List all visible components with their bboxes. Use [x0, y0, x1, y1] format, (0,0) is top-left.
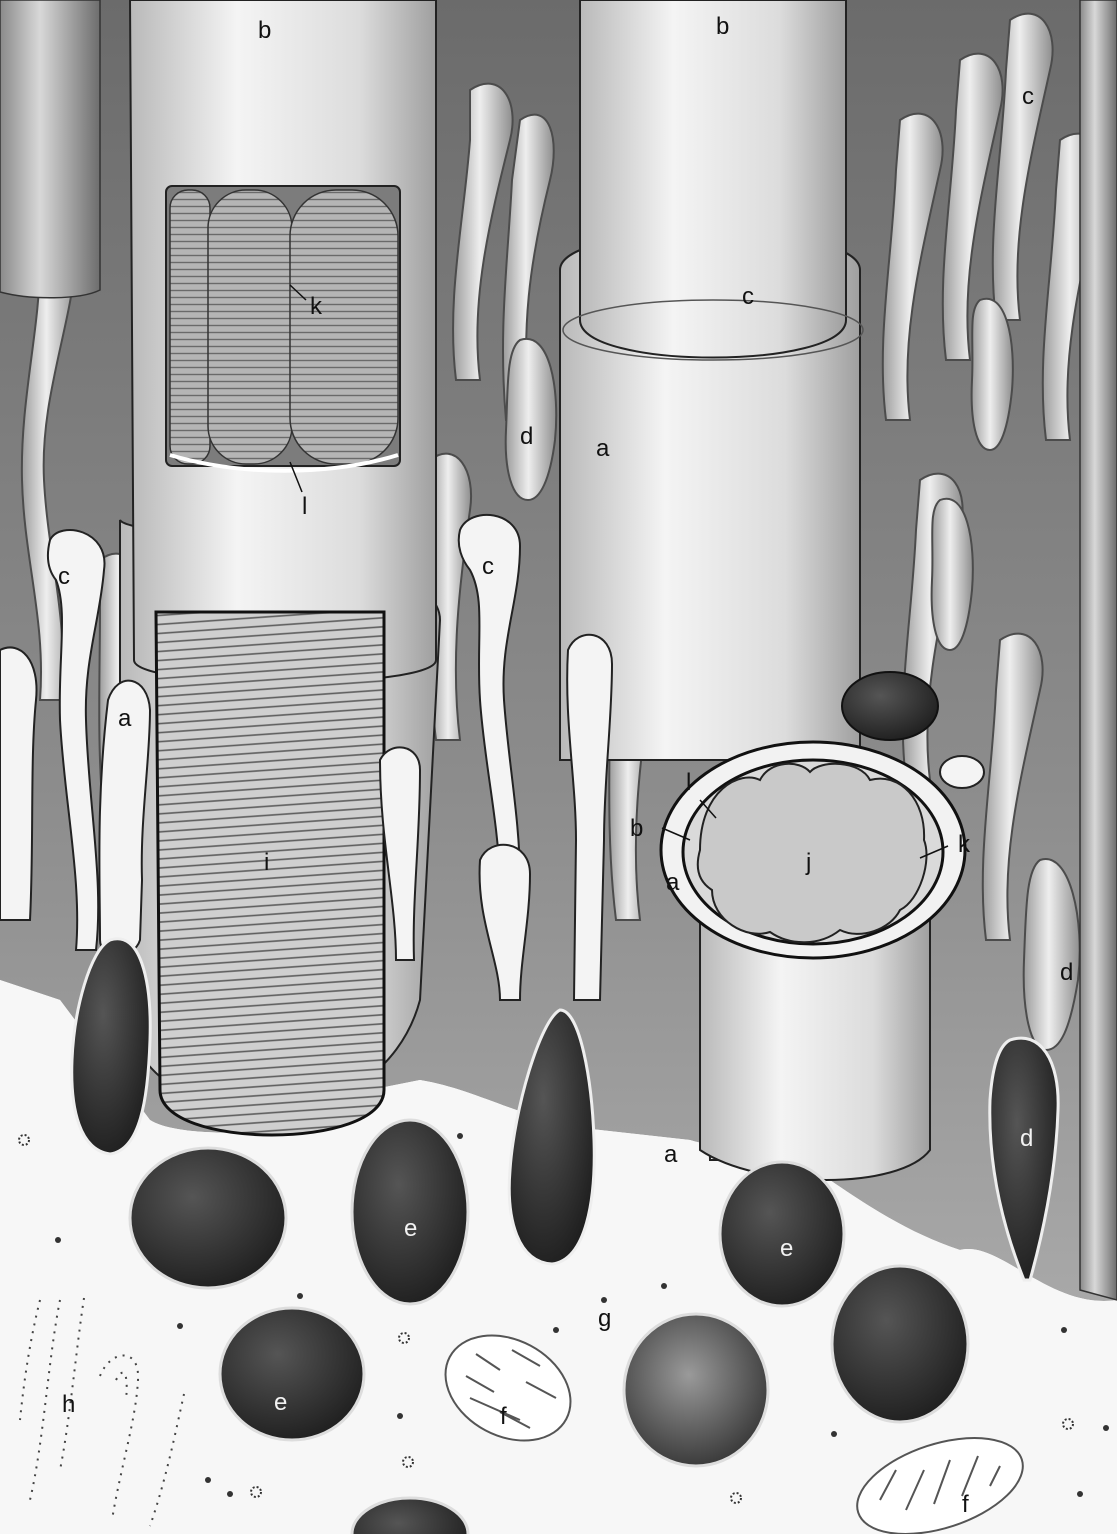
process-left-edge	[0, 647, 37, 920]
center-cylinder-b	[580, 0, 846, 358]
dark-granule-above-section	[842, 672, 938, 740]
label-a-left: a	[118, 705, 132, 732]
label-e-right: e	[780, 1235, 793, 1262]
cross-section-j	[698, 764, 927, 942]
label-a-center: a	[596, 435, 610, 462]
left-background-cylinder	[0, 0, 100, 298]
granule-e-5	[832, 1266, 968, 1422]
strand-k-2	[208, 190, 292, 464]
left-fiber-assembly	[120, 0, 440, 1135]
label-k-right: k	[958, 831, 971, 858]
label-f-center: f	[500, 1403, 507, 1430]
label-a-right: a	[666, 869, 680, 896]
granule-e-1	[130, 1148, 286, 1288]
label-c-center-top: c	[742, 283, 754, 310]
granule-e-6	[624, 1314, 768, 1466]
label-e-center: e	[404, 1215, 417, 1242]
right-edge-cylinder	[1080, 0, 1117, 1300]
label-e-left: e	[274, 1389, 287, 1416]
label-h: h	[62, 1391, 75, 1418]
label-c-center: c	[482, 553, 494, 580]
label-k-left: k	[310, 293, 323, 320]
label-f-right: f	[962, 1491, 969, 1518]
label-c-left: c	[58, 563, 70, 590]
striated-core-i	[156, 612, 384, 1135]
label-d-teardrop: d	[1020, 1125, 1033, 1152]
label-l-right: l	[686, 769, 691, 796]
label-c-top-right: c	[1022, 83, 1034, 110]
label-b-center: b	[716, 13, 729, 40]
label-l-left: l	[302, 493, 307, 520]
label-i: i	[264, 849, 269, 876]
granule-e-3	[220, 1308, 364, 1440]
label-a-lower: a	[664, 1141, 678, 1168]
granule-e-2	[352, 1120, 468, 1304]
label-b-right: b	[630, 815, 643, 842]
label-g: g	[598, 1305, 611, 1332]
label-d-right: d	[1060, 959, 1073, 986]
strand-k-1	[170, 190, 210, 464]
small-bleb	[940, 756, 984, 788]
label-d-left: d	[520, 423, 533, 450]
granule-e-4	[720, 1162, 844, 1306]
label-j: j	[805, 849, 811, 876]
strand-k-3	[290, 190, 398, 464]
label-b-left: b	[258, 17, 271, 44]
